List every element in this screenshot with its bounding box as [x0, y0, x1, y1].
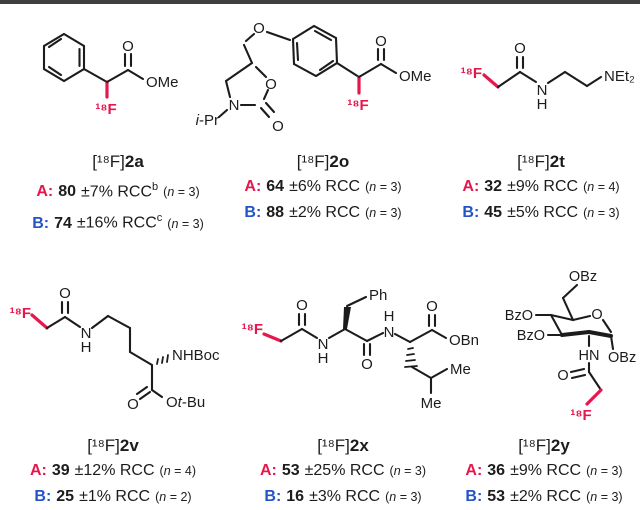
- atom-label: BzO: [505, 308, 533, 324]
- atom-label: O: [272, 118, 284, 135]
- rcc-line-b: B:45±5% RCC(n = 3): [462, 204, 620, 221]
- atom-label: O: [253, 20, 265, 37]
- atom-label: O: [122, 38, 134, 55]
- rcc-line-b: B:74±16% RCCc(n = 3): [32, 212, 204, 232]
- structure-2a: O OMe ¹⁸F: [30, 25, 180, 120]
- structure-2t: ¹⁸F O N H NEt₂: [445, 38, 640, 113]
- rcc-line-b: B:53±2% RCC(n = 3): [465, 488, 623, 505]
- f18-label: ¹⁸F: [347, 97, 368, 114]
- compound-name: [¹⁸F]2x: [317, 436, 369, 455]
- atom-label: N: [537, 82, 548, 99]
- atom-label: i-Pr: [196, 112, 219, 129]
- rcc-line-a: A:36±9% RCC(n = 3): [465, 462, 623, 479]
- rcc-line-a: A:53±25% RCC(n = 3): [259, 462, 427, 479]
- structure-2v: ¹⁸F O N H NHBoc O Ot-Bu: [5, 278, 220, 418]
- rcc-line-a: A:39±12% RCC(n = 4): [29, 462, 197, 479]
- rcc-line-a: A:64±6% RCC(n = 3): [244, 178, 402, 195]
- f18-label: ¹⁸F: [10, 305, 31, 322]
- bonds-2a: [42, 32, 145, 99]
- atom-label: O: [514, 40, 526, 57]
- structure-2o: O O N i-Pr O O OMe ¹⁸F: [190, 12, 435, 142]
- atom-label: N: [229, 97, 240, 114]
- atom-label: Me: [450, 361, 471, 378]
- atom-label: Ot-Bu: [166, 394, 205, 411]
- atom-label: O: [265, 76, 277, 93]
- atom-label: OBz: [569, 269, 597, 285]
- atom-label: O: [59, 285, 71, 302]
- caption-2x: [¹⁸F]2x A:53±25% RCC(n = 3) B:16±3% RCC(…: [232, 434, 454, 510]
- atom-label: H: [318, 350, 329, 367]
- bonds-2o: [217, 24, 398, 119]
- compound-name: [¹⁸F]2o: [296, 152, 350, 171]
- f18-label: ¹⁸F: [242, 321, 263, 338]
- atom-label: O: [591, 307, 602, 323]
- atom-label: N: [81, 325, 92, 342]
- atom-label: O: [557, 368, 568, 384]
- atom-label: H: [384, 308, 395, 325]
- caption-2a: [¹⁸F]2a A:80±7% RCCb(n = 3) B:74±16% RCC…: [8, 150, 228, 237]
- atom-label: H: [81, 339, 92, 356]
- caption-2v: [¹⁸F]2v A:39±12% RCC(n = 4) B:25±1% RCC(…: [2, 434, 224, 510]
- atom-label: H: [537, 96, 548, 113]
- atom-label: O: [127, 396, 139, 413]
- rcc-line-b: B:88±2% RCC(n = 3): [244, 204, 402, 221]
- caption-2o: [¹⁸F]2o A:64±6% RCC(n = 3) B:88±2% RCC(n…: [212, 150, 434, 226]
- rcc-line-a: A:32±9% RCC(n = 4): [462, 178, 620, 195]
- f18-label: ¹⁸F: [461, 65, 482, 82]
- rcc-line-b: B:16±3% RCC(n = 3): [264, 488, 422, 505]
- figure-top-rule: [0, 0, 640, 4]
- atom-label: O: [375, 33, 387, 50]
- atom-label: O: [426, 298, 438, 315]
- bonds-2v: [30, 300, 169, 401]
- bonds-2y: [534, 283, 615, 406]
- atom-label: Me: [421, 395, 442, 412]
- atom-label: NEt₂: [604, 68, 635, 85]
- bonds-2t: [482, 55, 603, 89]
- structure-2y: OBz BzO BzO O OBz HN O ¹⁸F: [485, 262, 640, 434]
- rcc-line-b: B:25±1% RCC(n = 2): [34, 488, 192, 505]
- atom-label: NHBoc: [172, 347, 220, 364]
- compound-name: [¹⁸F]2a: [92, 152, 144, 171]
- caption-2y: [¹⁸F]2y A:36±9% RCC(n = 3) B:53±2% RCC(n…: [448, 434, 640, 510]
- atom-label: OMe: [146, 74, 179, 91]
- compound-name: [¹⁸F]2t: [517, 152, 565, 171]
- structure-2x: ¹⁸F O N H Ph O H N Me Me O OBn: [240, 282, 482, 414]
- atom-label: HN: [579, 348, 600, 364]
- atom-label: N: [318, 336, 329, 353]
- rcc-line-a: A:80±7% RCCb(n = 3): [36, 181, 200, 201]
- caption-2t: [¹⁸F]2t A:32±9% RCC(n = 4) B:45±5% RCC(n…: [442, 150, 640, 226]
- atom-label: Ph: [369, 287, 387, 304]
- atom-label: O: [296, 297, 308, 314]
- compound-name: [¹⁸F]2y: [518, 436, 570, 455]
- f18-label: ¹⁸F: [95, 101, 116, 118]
- atom-label: OBz: [608, 350, 636, 366]
- atom-label: BzO: [517, 328, 545, 344]
- bonds-2x: [262, 295, 449, 395]
- compound-name: [¹⁸F]2v: [87, 436, 139, 455]
- atom-label: N: [384, 324, 395, 341]
- f18-label: ¹⁸F: [570, 407, 591, 424]
- atom-label: OBn: [449, 332, 479, 349]
- atom-label: OMe: [399, 68, 432, 85]
- atom-label: O: [361, 356, 373, 373]
